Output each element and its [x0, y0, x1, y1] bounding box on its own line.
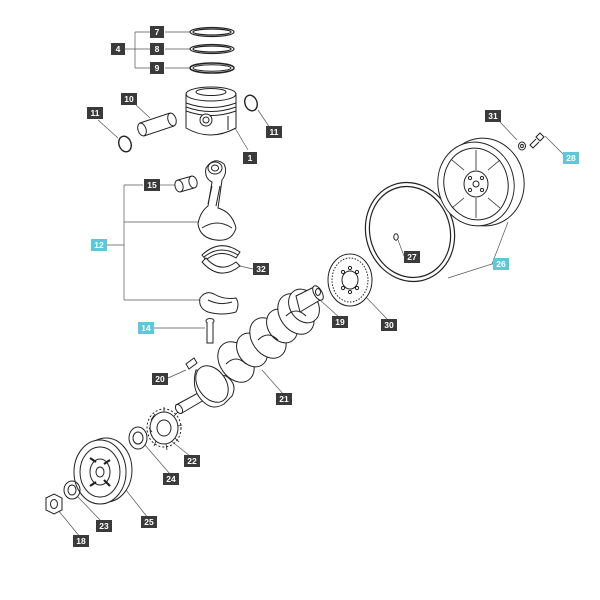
label-10[interactable]: 10 [121, 93, 137, 105]
flywheel-washer [518, 141, 526, 151]
label-9-text: 9 [155, 63, 160, 73]
label-20-text: 20 [155, 374, 165, 384]
label-25-text: 25 [144, 517, 154, 527]
label-1-text: 1 [248, 153, 253, 163]
label-31-text: 31 [488, 111, 498, 121]
label-23[interactable]: 23 [96, 520, 112, 532]
label-15[interactable]: 15 [144, 179, 160, 191]
ring-gear [364, 181, 456, 283]
label-7[interactable]: 7 [150, 26, 164, 38]
flywheel-bolt [529, 132, 545, 149]
label-19-text: 19 [335, 317, 345, 327]
label-21-text: 21 [279, 394, 289, 404]
label-12-text: 12 [94, 240, 104, 250]
label-10-text: 10 [124, 94, 134, 104]
label-30[interactable]: 30 [381, 319, 397, 331]
leader-lines [57, 31, 566, 538]
bearing-shells [201, 245, 241, 274]
label-26-text: 26 [496, 259, 506, 269]
small-end-bush [174, 175, 198, 193]
label-9[interactable]: 9 [150, 62, 164, 74]
flywheel-pin [393, 233, 399, 241]
label-27[interactable]: 27 [404, 251, 420, 263]
label-4-text: 4 [116, 44, 121, 54]
label-28-text: 28 [566, 153, 576, 163]
label-32[interactable]: 32 [253, 263, 269, 275]
label-22-text: 22 [187, 456, 197, 466]
label-30-text: 30 [384, 320, 394, 330]
rod-bolt [205, 318, 215, 344]
label-11-left[interactable]: 11 [87, 107, 103, 119]
timing-gear [146, 407, 183, 451]
label-23-text: 23 [99, 521, 109, 531]
piston-ring-top [189, 26, 235, 38]
label-11-left-text: 11 [91, 108, 100, 118]
flywheel-plate [327, 253, 373, 307]
label-27-text: 27 [407, 252, 417, 262]
woodruff-key [185, 357, 198, 370]
label-8[interactable]: 8 [150, 43, 164, 55]
circlip-left [118, 135, 132, 153]
label-24[interactable]: 24 [163, 473, 179, 485]
label-19[interactable]: 19 [332, 316, 348, 328]
rod-cap [199, 292, 239, 315]
flywheel [437, 137, 525, 227]
dowel [315, 288, 321, 296]
label-11-right-text: 11 [270, 127, 279, 137]
label-31[interactable]: 31 [485, 110, 501, 122]
label-15-text: 15 [147, 180, 157, 190]
piston-pin [137, 112, 177, 137]
crankshaft [174, 285, 324, 415]
part-labels: 7 8 9 4 10 11 11 1 [73, 26, 579, 547]
piston [185, 86, 237, 136]
label-8-text: 8 [155, 44, 160, 54]
label-12[interactable]: 12 [91, 239, 107, 251]
label-20[interactable]: 20 [152, 373, 168, 385]
spacer-washer [128, 426, 148, 450]
label-18[interactable]: 18 [73, 535, 89, 547]
label-26[interactable]: 26 [493, 258, 509, 270]
piston-ring-middle [189, 43, 235, 55]
label-7-text: 7 [155, 27, 160, 37]
circlip-right [244, 94, 258, 112]
label-25[interactable]: 25 [141, 516, 157, 528]
label-18-text: 18 [76, 536, 86, 546]
label-1[interactable]: 1 [243, 152, 257, 164]
connecting-rod [197, 160, 237, 241]
label-24-text: 24 [166, 474, 176, 484]
washer [63, 480, 81, 500]
label-28[interactable]: 28 [563, 152, 579, 164]
label-4[interactable]: 4 [111, 43, 125, 55]
label-22[interactable]: 22 [184, 455, 200, 467]
label-11-right[interactable]: 11 [266, 126, 282, 138]
label-14-text: 14 [141, 323, 151, 333]
label-21[interactable]: 21 [276, 393, 292, 405]
piston-ring-oil [189, 62, 235, 74]
nut [45, 493, 63, 515]
crank-pulley [73, 437, 133, 505]
label-32-text: 32 [256, 264, 266, 274]
label-14[interactable]: 14 [138, 322, 154, 334]
